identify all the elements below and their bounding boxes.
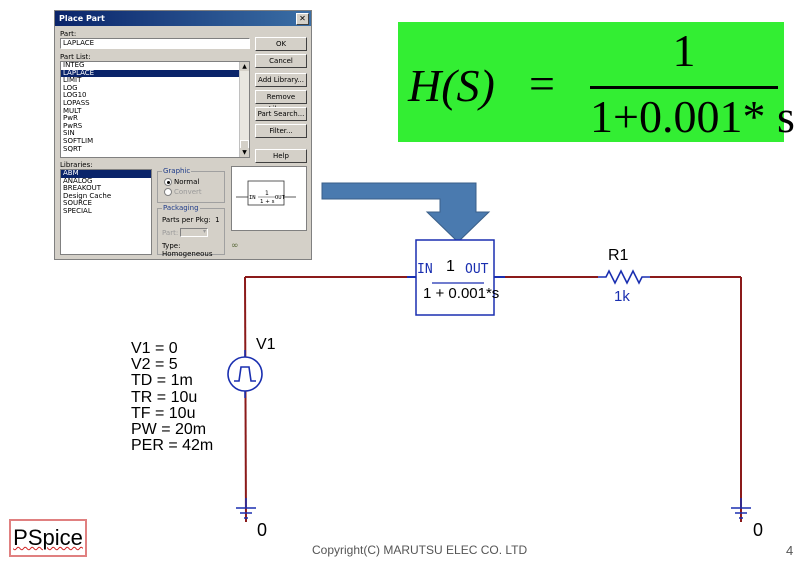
part-list-item[interactable]: LOG (63, 83, 78, 92)
cancel-button[interactable]: Cancel (255, 54, 307, 68)
part-list-item[interactable]: INTEG (63, 61, 85, 69)
part-input[interactable]: LAPLACE (60, 38, 250, 49)
formula-fraction-bar (590, 86, 778, 89)
parts-per-pkg-label: Parts per Pkg: (162, 216, 211, 224)
resistor-value: 1k (614, 288, 630, 305)
formula-equals: = (529, 58, 555, 109)
part-list-item[interactable]: LOPASS (63, 98, 90, 107)
laplace-num-label: 1 (446, 258, 455, 275)
part-list-item[interactable]: SOFTLIM (63, 136, 94, 145)
pulse-waveform-icon (234, 366, 256, 382)
part-list-scrollbar[interactable]: ▲ ▼ (239, 62, 249, 157)
copyright-text: Copyright(C) MARUTSU ELEC CO. LTD (312, 543, 528, 557)
library-list-item[interactable]: ABM (61, 170, 151, 178)
laplace-den-label: 1 + 0.001*s (423, 285, 500, 302)
part-preview: IN 1 OUT 1 + s (231, 166, 307, 231)
part-list-item[interactable]: SQRT (63, 144, 82, 153)
glasses-icon[interactable]: ∞ (231, 241, 239, 251)
part-list-item[interactable]: MULT (63, 106, 82, 115)
laplace-preview-symbol: IN 1 OUT 1 + s (236, 180, 296, 206)
parts-per-pkg: Parts per Pkg: 1 (162, 216, 220, 224)
part-list-item[interactable]: SIN (63, 129, 75, 138)
scroll-up-icon[interactable]: ▲ (240, 62, 249, 71)
pkg-type: Type: Homogeneous (162, 242, 213, 258)
part-list-item[interactable]: LAPLACE (61, 69, 249, 78)
page-number: 4 (786, 543, 794, 558)
packaging-group: Packaging Parts per Pkg: 1 Part: ▾ Type:… (157, 204, 225, 258)
part-list-item[interactable]: LOG10 (63, 91, 87, 100)
ground-left-icon (236, 498, 256, 519)
graphic-group-label: Graphic (162, 167, 192, 175)
laplace-block (415, 239, 495, 316)
ok-button[interactable]: OK (255, 37, 307, 51)
ground-right-icon (731, 498, 751, 519)
radio-normal-label: Normal (174, 178, 200, 186)
transfer-function-formula: H(S) = 1 1+0.001* s (398, 22, 795, 142)
help-button[interactable]: Help (255, 149, 307, 163)
graphic-group: Graphic Normal Convert (157, 167, 225, 203)
source-parameter: PER = 42m (131, 437, 214, 455)
formula-lhs: H(S) (408, 60, 495, 111)
radio-normal[interactable]: Normal (164, 178, 199, 186)
part-list-item[interactable]: LIMIT (63, 76, 82, 85)
library-list-item[interactable]: ANALOG (63, 176, 93, 185)
source-parameter: V1 = 0 (131, 340, 178, 357)
part-label: Part: (60, 30, 77, 38)
part-list-item[interactable]: PwR (63, 114, 78, 123)
pspice-logo: PSpice (9, 519, 87, 557)
filter-button[interactable]: Filter... (255, 124, 307, 138)
preview-out-label: OUT (275, 195, 286, 201)
laplace-out-label: OUT (465, 262, 489, 277)
chevron-down-icon: ▾ (202, 228, 206, 235)
dialog-title-bar: Place Part ✕ (55, 11, 311, 26)
scroll-down-icon[interactable]: ▼ (240, 148, 249, 157)
pkg-part-select[interactable]: ▾ (180, 228, 208, 237)
pkg-part-label: Part: (162, 229, 179, 237)
insertion-arrow (321, 182, 491, 243)
part-search-button[interactable]: Part Search... (255, 107, 307, 121)
resistor-r1 (598, 269, 650, 285)
source-name: V1 (256, 336, 276, 353)
packaging-group-label: Packaging (162, 204, 200, 212)
ground-left-label: 0 (257, 520, 268, 540)
radio-selected-icon (164, 178, 172, 186)
preview-block (247, 180, 285, 206)
wire-left-vertical (244, 276, 247, 523)
source-parameter: PW = 20m (131, 421, 207, 439)
library-list-item[interactable]: BREAKOUT (63, 184, 101, 193)
ground-right-label: 0 (753, 520, 764, 540)
preview-in-label: IN (249, 195, 256, 201)
close-icon[interactable]: ✕ (296, 13, 309, 25)
source-parameter: V2 = 5 (131, 356, 178, 374)
source-parameter: TD = 1m (131, 372, 193, 390)
pspice-logo-text: PSpice (13, 525, 83, 550)
laplace-in-label: IN (417, 262, 433, 277)
place-part-dialog: Place Part ✕ Part: LAPLACE Part List: IN… (54, 10, 312, 260)
library-list-item[interactable]: SOURCE (63, 199, 92, 208)
preview-den-label: 1 + s (260, 199, 275, 205)
parts-per-pkg-value: 1 (215, 216, 220, 224)
preview-num-label: 1 (265, 190, 269, 197)
library-list-item[interactable]: SPECIAL (63, 206, 92, 215)
formula-numerator: 1 (672, 25, 696, 76)
source-parameter: TF = 10u (131, 404, 196, 422)
resistor-name: R1 (608, 247, 629, 264)
add-library-button[interactable]: Add Library... (255, 73, 307, 87)
radio-convert[interactable]: Convert (164, 188, 202, 196)
remove-library-button[interactable]: Remove Library (255, 90, 307, 113)
pulse-source-v1 (227, 356, 263, 392)
formula-denominator: 1+0.001* s (590, 91, 795, 142)
radio-convert-label: Convert (174, 188, 202, 196)
part-list-label: Part List: (60, 53, 91, 61)
part-list-item[interactable]: PwRS (63, 121, 83, 130)
libraries-label: Libraries: (60, 161, 93, 169)
source-parameter: TR = 10u (131, 388, 198, 406)
dialog-title: Place Part (59, 14, 105, 23)
radio-icon (164, 188, 172, 196)
library-list-item[interactable]: Design Cache (63, 191, 112, 200)
